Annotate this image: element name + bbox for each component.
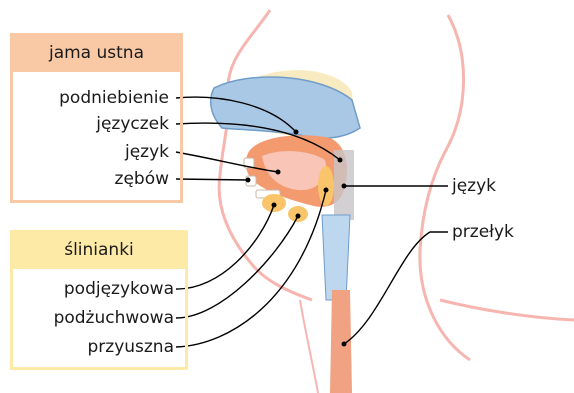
leader-zebow <box>176 179 248 180</box>
esophagus-shape <box>330 290 352 393</box>
label-podjezykowa: podjęzykowa <box>64 279 174 299</box>
label-jezyczek: języczek <box>96 114 169 134</box>
label-jezyk-right: język <box>452 176 496 196</box>
label-podzuchwowa: podżuchwowa <box>54 308 174 328</box>
label-przelyk: przełyk <box>452 222 514 242</box>
leader-podzuchwowa <box>176 216 298 318</box>
label-przyuszna: przyuszna <box>87 337 174 357</box>
shoulder-outline <box>440 300 574 320</box>
label-jezyk: język <box>125 142 169 162</box>
label-zebow: zębów <box>115 169 169 189</box>
larynx-shape <box>322 215 350 300</box>
neck-front-outline <box>300 300 318 393</box>
label-podniebienie: podniebienie <box>59 88 169 108</box>
group-title-mouth: jama ustna <box>13 36 180 72</box>
group-title-glands: ślinianki <box>13 233 185 269</box>
leader-przelyk <box>344 232 448 344</box>
parotid-gland <box>318 166 334 206</box>
